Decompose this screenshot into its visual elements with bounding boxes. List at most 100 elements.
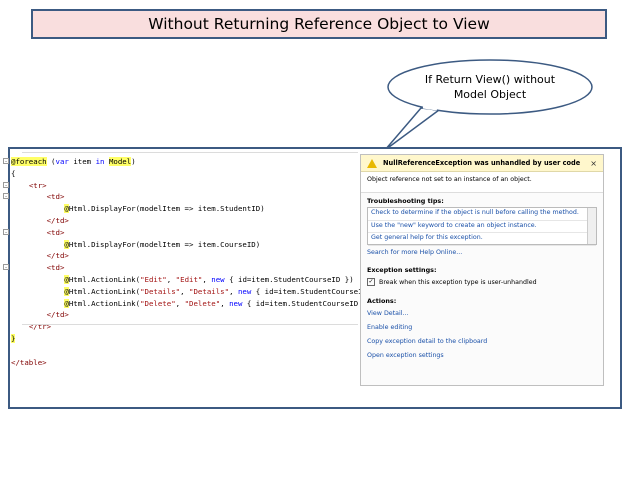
- code-line: - <td>: [3, 262, 361, 274]
- code-token: Html.ActionLink(: [68, 274, 141, 284]
- code-indent: [11, 181, 29, 190]
- code-token: item: [68, 157, 96, 166]
- tip-link[interactable]: Get general help for this exception.: [368, 233, 596, 246]
- action-view-detail-link[interactable]: View Detail...: [367, 310, 409, 317]
- code-token: <td>: [46, 263, 65, 273]
- code-token: Html.ActionLink(: [68, 286, 141, 296]
- code-token: "Details": [189, 286, 230, 296]
- code-token: new: [237, 286, 252, 296]
- action-open-settings-link[interactable]: Open exception settings: [367, 352, 444, 359]
- action-copy-detail-link[interactable]: Copy exception detail to the clipboard: [367, 338, 488, 345]
- code-indent: [11, 216, 47, 225]
- break-checkbox[interactable]: ✓: [367, 278, 375, 286]
- exception-settings-heading: Exception settings:: [367, 266, 437, 274]
- code-line: </td>: [11, 215, 361, 227]
- code-line: - <td>: [3, 191, 361, 203]
- tips-scrollbar[interactable]: [587, 208, 596, 244]
- code-token: @: [64, 274, 69, 284]
- troubleshooting-heading: Troubleshooting tips:: [367, 197, 444, 205]
- callout-line-2: Model Object: [453, 88, 527, 101]
- code-token: Html.DisplayFor(modelItem => item.Studen…: [68, 204, 265, 214]
- code-line: @Html.DisplayFor(modelItem => item.Cours…: [11, 239, 361, 251]
- code-line: </tr>: [11, 321, 361, 333]
- code-line: }: [11, 333, 361, 345]
- code-indent: [11, 299, 64, 308]
- code-token: "Edit": [175, 274, 203, 284]
- code-token: ): [131, 157, 136, 166]
- break-checkbox-label: Break when this exception type is user-u…: [379, 278, 537, 286]
- code-token: Html.DisplayFor(modelItem => item.Course…: [68, 239, 261, 249]
- code-token: ,: [166, 274, 176, 284]
- code-editor[interactable]: -@foreach (var item in Model){- <tr>- <t…: [3, 156, 389, 369]
- callout-line-1: If Return View() without: [424, 73, 556, 86]
- code-line: @Html.ActionLink("Edit", "Edit", new { i…: [11, 274, 363, 286]
- code-token: ,: [175, 298, 185, 308]
- callout-text: If Return View() without Model Object: [395, 72, 585, 102]
- search-help-link[interactable]: Search for more Help Online...: [367, 249, 463, 256]
- code-line: </td>: [11, 250, 361, 262]
- code-token: ,: [180, 286, 190, 296]
- exception-message: Object reference not set to an instance …: [361, 172, 603, 193]
- code-token: <td>: [46, 192, 65, 202]
- code-token: ,: [202, 274, 212, 284]
- code-token: @: [64, 239, 69, 249]
- editor-top-divider: [22, 152, 358, 153]
- code-token: { id=item.StudentCourseID }) |: [224, 274, 363, 284]
- code-token: Html.ActionLink(: [68, 298, 141, 308]
- code-line: [11, 345, 361, 357]
- code-token: "Delete": [140, 298, 176, 308]
- close-icon[interactable]: ×: [590, 158, 597, 168]
- troubleshooting-tips-list: Check to determine if the object is null…: [367, 207, 597, 246]
- tip-link[interactable]: Check to determine if the object is null…: [368, 208, 596, 221]
- code-indent: [11, 192, 47, 201]
- code-token: @: [64, 204, 69, 214]
- code-token: @: [64, 286, 69, 296]
- code-line: - <tr>: [3, 180, 361, 192]
- code-token: @: [64, 298, 69, 308]
- actions-heading: Actions:: [367, 297, 397, 305]
- code-token: }: [11, 333, 16, 343]
- code-indent: [11, 204, 64, 213]
- code-token: </tr>: [28, 322, 52, 332]
- code-line: </td>: [11, 309, 361, 321]
- code-token: </table>: [11, 357, 47, 367]
- break-setting-row: ✓ Break when this exception type is user…: [361, 276, 603, 288]
- tip-link[interactable]: Use the "new" keyword to create an objec…: [368, 221, 596, 233]
- collapse-icon[interactable]: -: [3, 193, 9, 201]
- code-token: new: [211, 274, 225, 284]
- code-indent: [11, 240, 64, 249]
- collapse-icon[interactable]: -: [3, 158, 9, 165]
- code-token: (: [46, 157, 56, 166]
- code-line: - <td>: [3, 227, 361, 239]
- code-token: "Details": [140, 286, 181, 296]
- collapse-icon[interactable]: -: [3, 264, 9, 272]
- slide-title: Without Returning Reference Object to Vi…: [148, 15, 490, 33]
- code-token: { id=item.StudentCourseID }): [242, 298, 372, 308]
- code-token: ,: [229, 286, 238, 296]
- code-indent: [11, 310, 47, 319]
- code-token: </td>: [46, 310, 69, 320]
- code-line: @Html.ActionLink("Details", "Details", n…: [11, 286, 389, 298]
- code-indent: [11, 228, 47, 237]
- collapse-icon[interactable]: -: [3, 228, 9, 236]
- exception-header: NullReferenceException was unhandled by …: [361, 155, 603, 172]
- code-indent: [11, 287, 64, 296]
- code-token: <tr>: [28, 180, 47, 190]
- code-token: ,: [220, 298, 230, 308]
- warning-icon: [367, 158, 377, 168]
- code-token: <td>: [46, 227, 65, 237]
- code-token: "Edit": [140, 274, 167, 284]
- code-token: @foreach: [11, 157, 47, 166]
- action-enable-editing-link[interactable]: Enable editing: [367, 324, 413, 331]
- code-line: @Html.ActionLink("Delete", "Delete", new…: [11, 298, 372, 310]
- code-token: Model: [108, 157, 132, 166]
- code-indent: [11, 275, 64, 284]
- editor-divider: [22, 324, 358, 325]
- collapse-icon[interactable]: -: [3, 181, 9, 189]
- code-line: </table>: [11, 357, 361, 369]
- code-token: </td>: [46, 251, 69, 261]
- code-line: @Html.DisplayFor(modelItem => item.Stude…: [11, 203, 361, 215]
- code-token: "Delete": [184, 298, 221, 308]
- code-line: {: [11, 168, 361, 180]
- code-token: new: [229, 298, 243, 308]
